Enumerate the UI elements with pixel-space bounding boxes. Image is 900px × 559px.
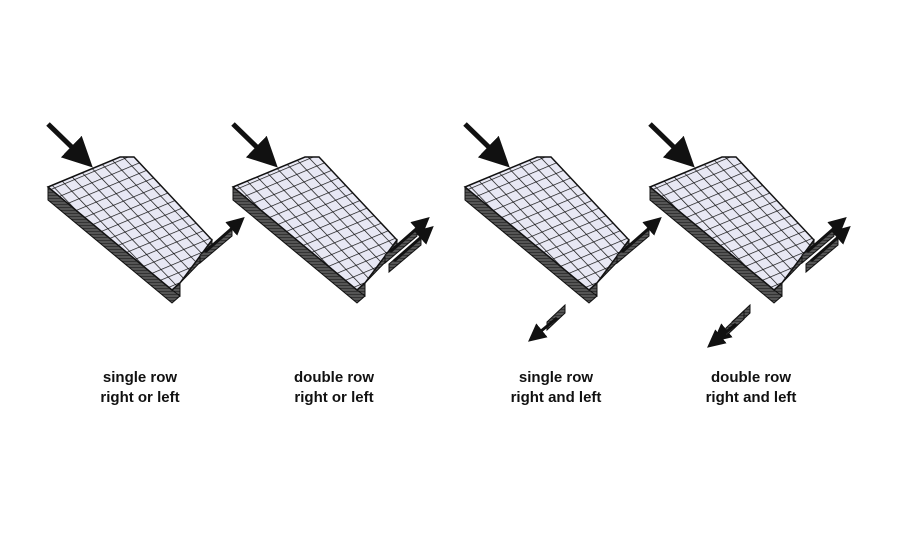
pallet-slab [46,156,213,291]
label-line1: single row [518,369,594,386]
panel-4-label: double row right and left [661,368,841,408]
panel-2-label: double row right or left [244,368,424,408]
panel-3-label: single row right and left [466,368,646,408]
label-line1: double row [294,369,374,386]
label-line2: right and left [705,389,797,406]
pallet-slab [648,156,815,291]
input-arrow-icon [648,122,695,168]
panel-1 [46,122,245,304]
output-arrow-left-icon [707,322,737,348]
pallet-slab [231,156,398,291]
output-arrow-icon [204,217,245,254]
panel-4 [648,122,851,348]
input-arrow-icon [231,122,278,168]
panel-1-label: single row right or left [50,368,230,408]
label-line1: double row [711,369,791,386]
output-arrow-icon [810,226,851,263]
output-arrow-icon [621,217,662,254]
input-arrow-icon [46,122,93,168]
panel-3 [463,122,662,342]
output-arrow-left-icon [528,316,558,342]
pallet-slab [463,156,630,291]
label-line2: right or left [100,389,180,406]
label-line2: right or left [294,389,374,406]
input-arrow-icon [463,122,510,168]
panel-2 [231,122,434,304]
label-line2: right and left [510,389,602,406]
output-arrow-icon [393,226,434,263]
label-line1: single row [102,369,178,386]
